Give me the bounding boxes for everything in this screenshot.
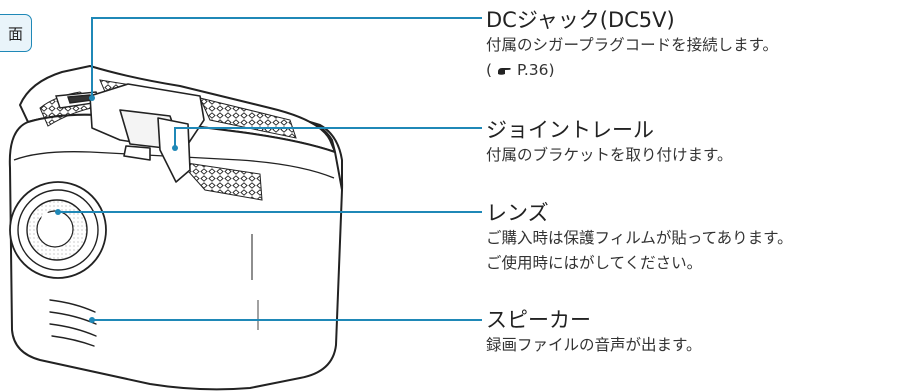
callout-lens: レンズ ご購入時は保護フィルムが貼ってあります。 ご使用時にはがしてください。	[486, 200, 793, 276]
side-vent	[178, 161, 263, 201]
pointing-hand-icon	[498, 68, 511, 75]
callout-desc: 付属のシガープラグコードを接続します。	[486, 36, 779, 54]
callout-speaker: スピーカー 録画ファイルの音声が出ます。	[486, 307, 701, 358]
callout-title: レンズ	[486, 201, 549, 225]
ref-page: P.36)	[516, 61, 555, 79]
section-tab-label: 面	[7, 24, 23, 43]
callout-joint-rail: ジョイントレール 付属のブラケットを取り付けます。	[486, 117, 732, 168]
callout-desc: 録画ファイルの音声が出ます。	[486, 336, 702, 354]
lens	[9, 181, 107, 279]
callout-desc: ご使用時にはがしてください。	[486, 254, 703, 272]
callout-title: DCジャック(DC5V)	[486, 8, 675, 32]
leader-joint-rail	[174, 127, 482, 148]
callout-title: ジョイントレール	[486, 118, 654, 142]
page-reference[interactable]: ( P.36)	[486, 58, 778, 83]
section-tab: 面	[0, 14, 32, 52]
ref-open: (	[486, 61, 493, 79]
callout-title: スピーカー	[486, 308, 591, 332]
callout-dc-jack: DCジャック(DC5V) 付属のシガープラグコードを接続します。 ( P.36)	[486, 7, 778, 83]
leader-dc-jack	[91, 17, 482, 98]
callout-desc: ご購入時は保護フィルムが貼ってあります。	[486, 229, 793, 247]
callout-desc: 付属のブラケットを取り付けます。	[486, 146, 733, 164]
body-seam	[13, 151, 335, 179]
